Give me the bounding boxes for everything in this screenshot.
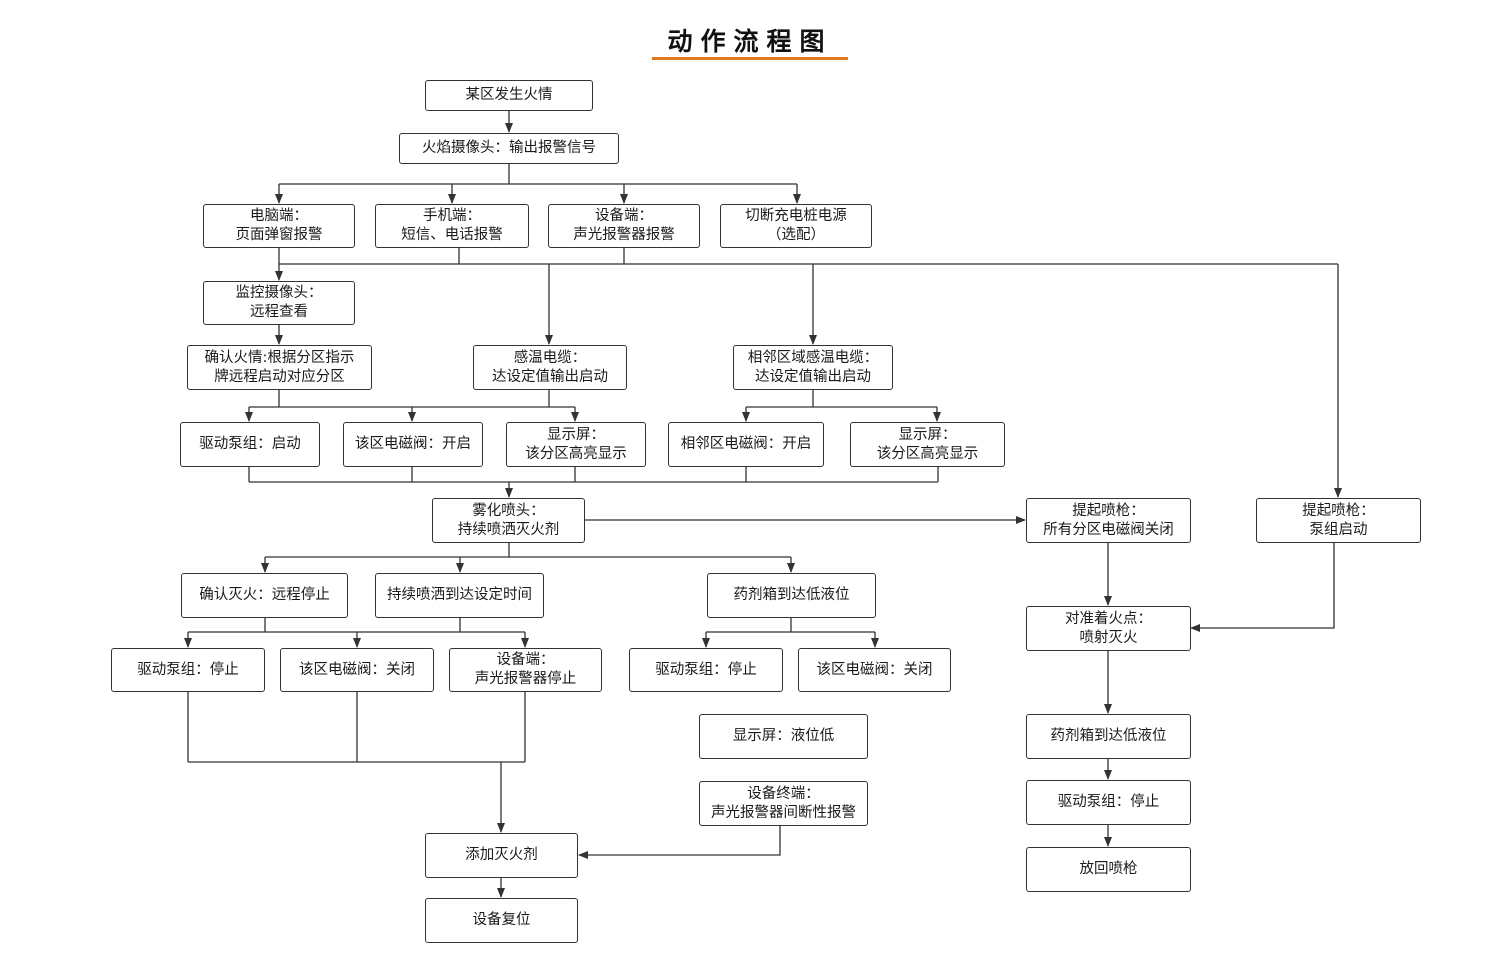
node-device-reset: 设备复位	[425, 898, 578, 943]
node-lift-gun-1: 提起喷枪： 所有分区电磁阀关闭	[1026, 498, 1191, 543]
node-text-line: 声光报警器报警	[573, 227, 675, 243]
node-text-line: 相邻区域感温电缆：	[747, 349, 879, 366]
node-text-line: 提起喷枪：	[1302, 502, 1375, 519]
node-text-line: 该分区高亮显示	[525, 445, 627, 462]
node-pump-stop-3: 驱动泵组：停止	[1026, 780, 1191, 825]
node-confirm-out: 确认灭火：远程停止	[181, 573, 348, 618]
node-adj-temp-cable: 相邻区域感温电缆： 达设定值输出启动	[733, 345, 893, 390]
node-text-line: 切断充电桩电源	[745, 208, 847, 224]
node-return-gun: 放回喷枪	[1026, 847, 1191, 892]
node-text-line: 电脑端：	[250, 208, 308, 224]
node-text-line: 所有分区电磁阀关闭	[1043, 521, 1174, 538]
node-text-line: 驱动泵组：停止	[1057, 794, 1160, 810]
node-tank-low-2: 药剂箱到达低液位	[1026, 714, 1191, 759]
node-mobile-end: 手机端： 短信、电话报警	[375, 204, 529, 248]
node-text-line: 显示屏：	[547, 426, 605, 443]
node-text-line: 确认火情:根据分区指示	[204, 349, 355, 366]
node-text-line: 达设定值输出启动	[755, 368, 871, 385]
node-valve-close-2: 该区电磁阀：关闭	[798, 648, 951, 692]
node-adj-valve-open: 相邻区电磁阀：开启	[668, 422, 824, 467]
node-device-end: 设备端： 声光报警器报警	[548, 204, 700, 248]
node-text-line: 该区电磁阀：关闭	[816, 661, 933, 678]
node-atomizer: 雾化喷头： 持续喷洒灭火剂	[432, 498, 585, 543]
node-text-line: 设备终端：	[747, 785, 820, 802]
node-text-line: 显示屏：液位低	[732, 728, 835, 744]
node-text-line: 显示屏：	[898, 426, 957, 443]
node-text-line: 感温电缆：	[513, 349, 587, 366]
node-pump-stop-1: 驱动泵组：停止	[111, 648, 265, 692]
node-lift-gun-2: 提起喷枪： 泵组启动	[1256, 498, 1421, 543]
node-text-line: 远程查看	[250, 304, 308, 320]
node-valve-close-1: 该区电磁阀：关闭	[280, 648, 434, 692]
node-text-line: 页面弹窗报警	[235, 227, 323, 243]
node-add-agent: 添加灭火剂	[425, 833, 578, 878]
node-text-line: （选配）	[767, 227, 825, 243]
node-text-line: 设备复位	[472, 912, 531, 928]
node-device-terminal: 设备终端： 声光报警器间断性报警	[699, 781, 868, 826]
node-text-line: 提起喷枪：	[1072, 502, 1145, 519]
node-pc-end: 电脑端： 页面弹窗报警	[203, 204, 355, 248]
node-device-alarm-stop: 设备端： 声光报警器停止	[449, 648, 602, 692]
node-text-line: 药剂箱到达低液位	[733, 587, 850, 603]
node-monitor-camera: 监控摄像头： 远程查看	[203, 281, 355, 325]
node-display-low: 显示屏：液位低	[699, 714, 868, 759]
node-text-line: 声光报警器停止	[474, 671, 577, 687]
node-text-line: 监控摄像头：	[235, 285, 323, 301]
node-text-line: 该区电磁阀：关闭	[299, 661, 415, 678]
title-underline	[652, 57, 848, 60]
node-tank-low-1: 药剂箱到达低液位	[707, 573, 876, 618]
node-display-highlight-1: 显示屏： 该分区高亮显示	[506, 422, 646, 467]
node-text-line: 声光报警器间断性报警	[711, 804, 856, 821]
node-aim-fire: 对准着火点： 喷射灭火	[1026, 606, 1191, 651]
link-terminal-to-add-agent	[578, 826, 781, 859]
node-flame-camera: 火焰摄像头：输出报警信号	[399, 133, 619, 164]
node-text-line: 确认灭火：远程停止	[199, 587, 330, 603]
node-text-line: 某区发生火情	[465, 87, 553, 103]
node-text-line: 持续喷洒到达设定时间	[387, 587, 532, 603]
node-text-line: 牌远程启动对应分区	[214, 368, 345, 385]
node-text-line: 设备端：	[496, 652, 555, 668]
node-text-line: 驱动泵组：启动	[199, 436, 301, 452]
node-temp-cable: 感温电缆： 达设定值输出启动	[473, 345, 627, 390]
node-text-line: 设备端：	[595, 208, 653, 224]
node-fire-occurs: 某区发生火情	[425, 80, 593, 111]
node-text-line: 喷射灭火	[1079, 629, 1138, 646]
node-text-line: 相邻区电磁阀：开启	[680, 436, 812, 452]
node-text-line: 该区电磁阀：开启	[355, 436, 471, 452]
node-text-line: 驱动泵组：停止	[137, 661, 239, 678]
node-text-line: 持续喷洒灭火剂	[457, 521, 560, 538]
node-valve-open: 该区电磁阀：开启	[343, 422, 483, 467]
node-confirm-fire: 确认火情:根据分区指示牌远程启动对应分区	[187, 345, 372, 390]
node-cut-power: 切断充电桩电源 （选配）	[720, 204, 872, 248]
node-text-line: 火焰摄像头：输出报警信号	[422, 140, 596, 156]
node-text-line: 雾化喷头：	[472, 502, 545, 519]
node-pump-stop-2: 驱动泵组：停止	[629, 648, 783, 692]
link-lift-gun-2-to-aim	[1190, 543, 1335, 632]
diagram-title: 动作流程图	[667, 27, 833, 56]
node-text-line: 添加灭火剂	[465, 847, 538, 863]
node-text-line: 对准着火点：	[1065, 610, 1152, 627]
node-text-line: 手机端：	[423, 208, 481, 224]
node-spray-time: 持续喷洒到达设定时间	[375, 573, 544, 618]
node-text-line: 放回喷枪	[1079, 861, 1138, 877]
node-text-line: 泵组启动	[1309, 521, 1368, 538]
node-text-line: 短信、电话报警	[401, 227, 503, 243]
node-text-line: 驱动泵组：停止	[655, 661, 757, 678]
node-display-highlight-2: 显示屏： 该分区高亮显示	[850, 422, 1005, 467]
node-text-line: 达设定值输出启动	[492, 368, 608, 385]
node-text-line: 药剂箱到达低液位	[1050, 728, 1167, 744]
node-text-line: 该分区高亮显示	[876, 445, 979, 462]
node-pump-start: 驱动泵组：启动	[180, 422, 320, 467]
